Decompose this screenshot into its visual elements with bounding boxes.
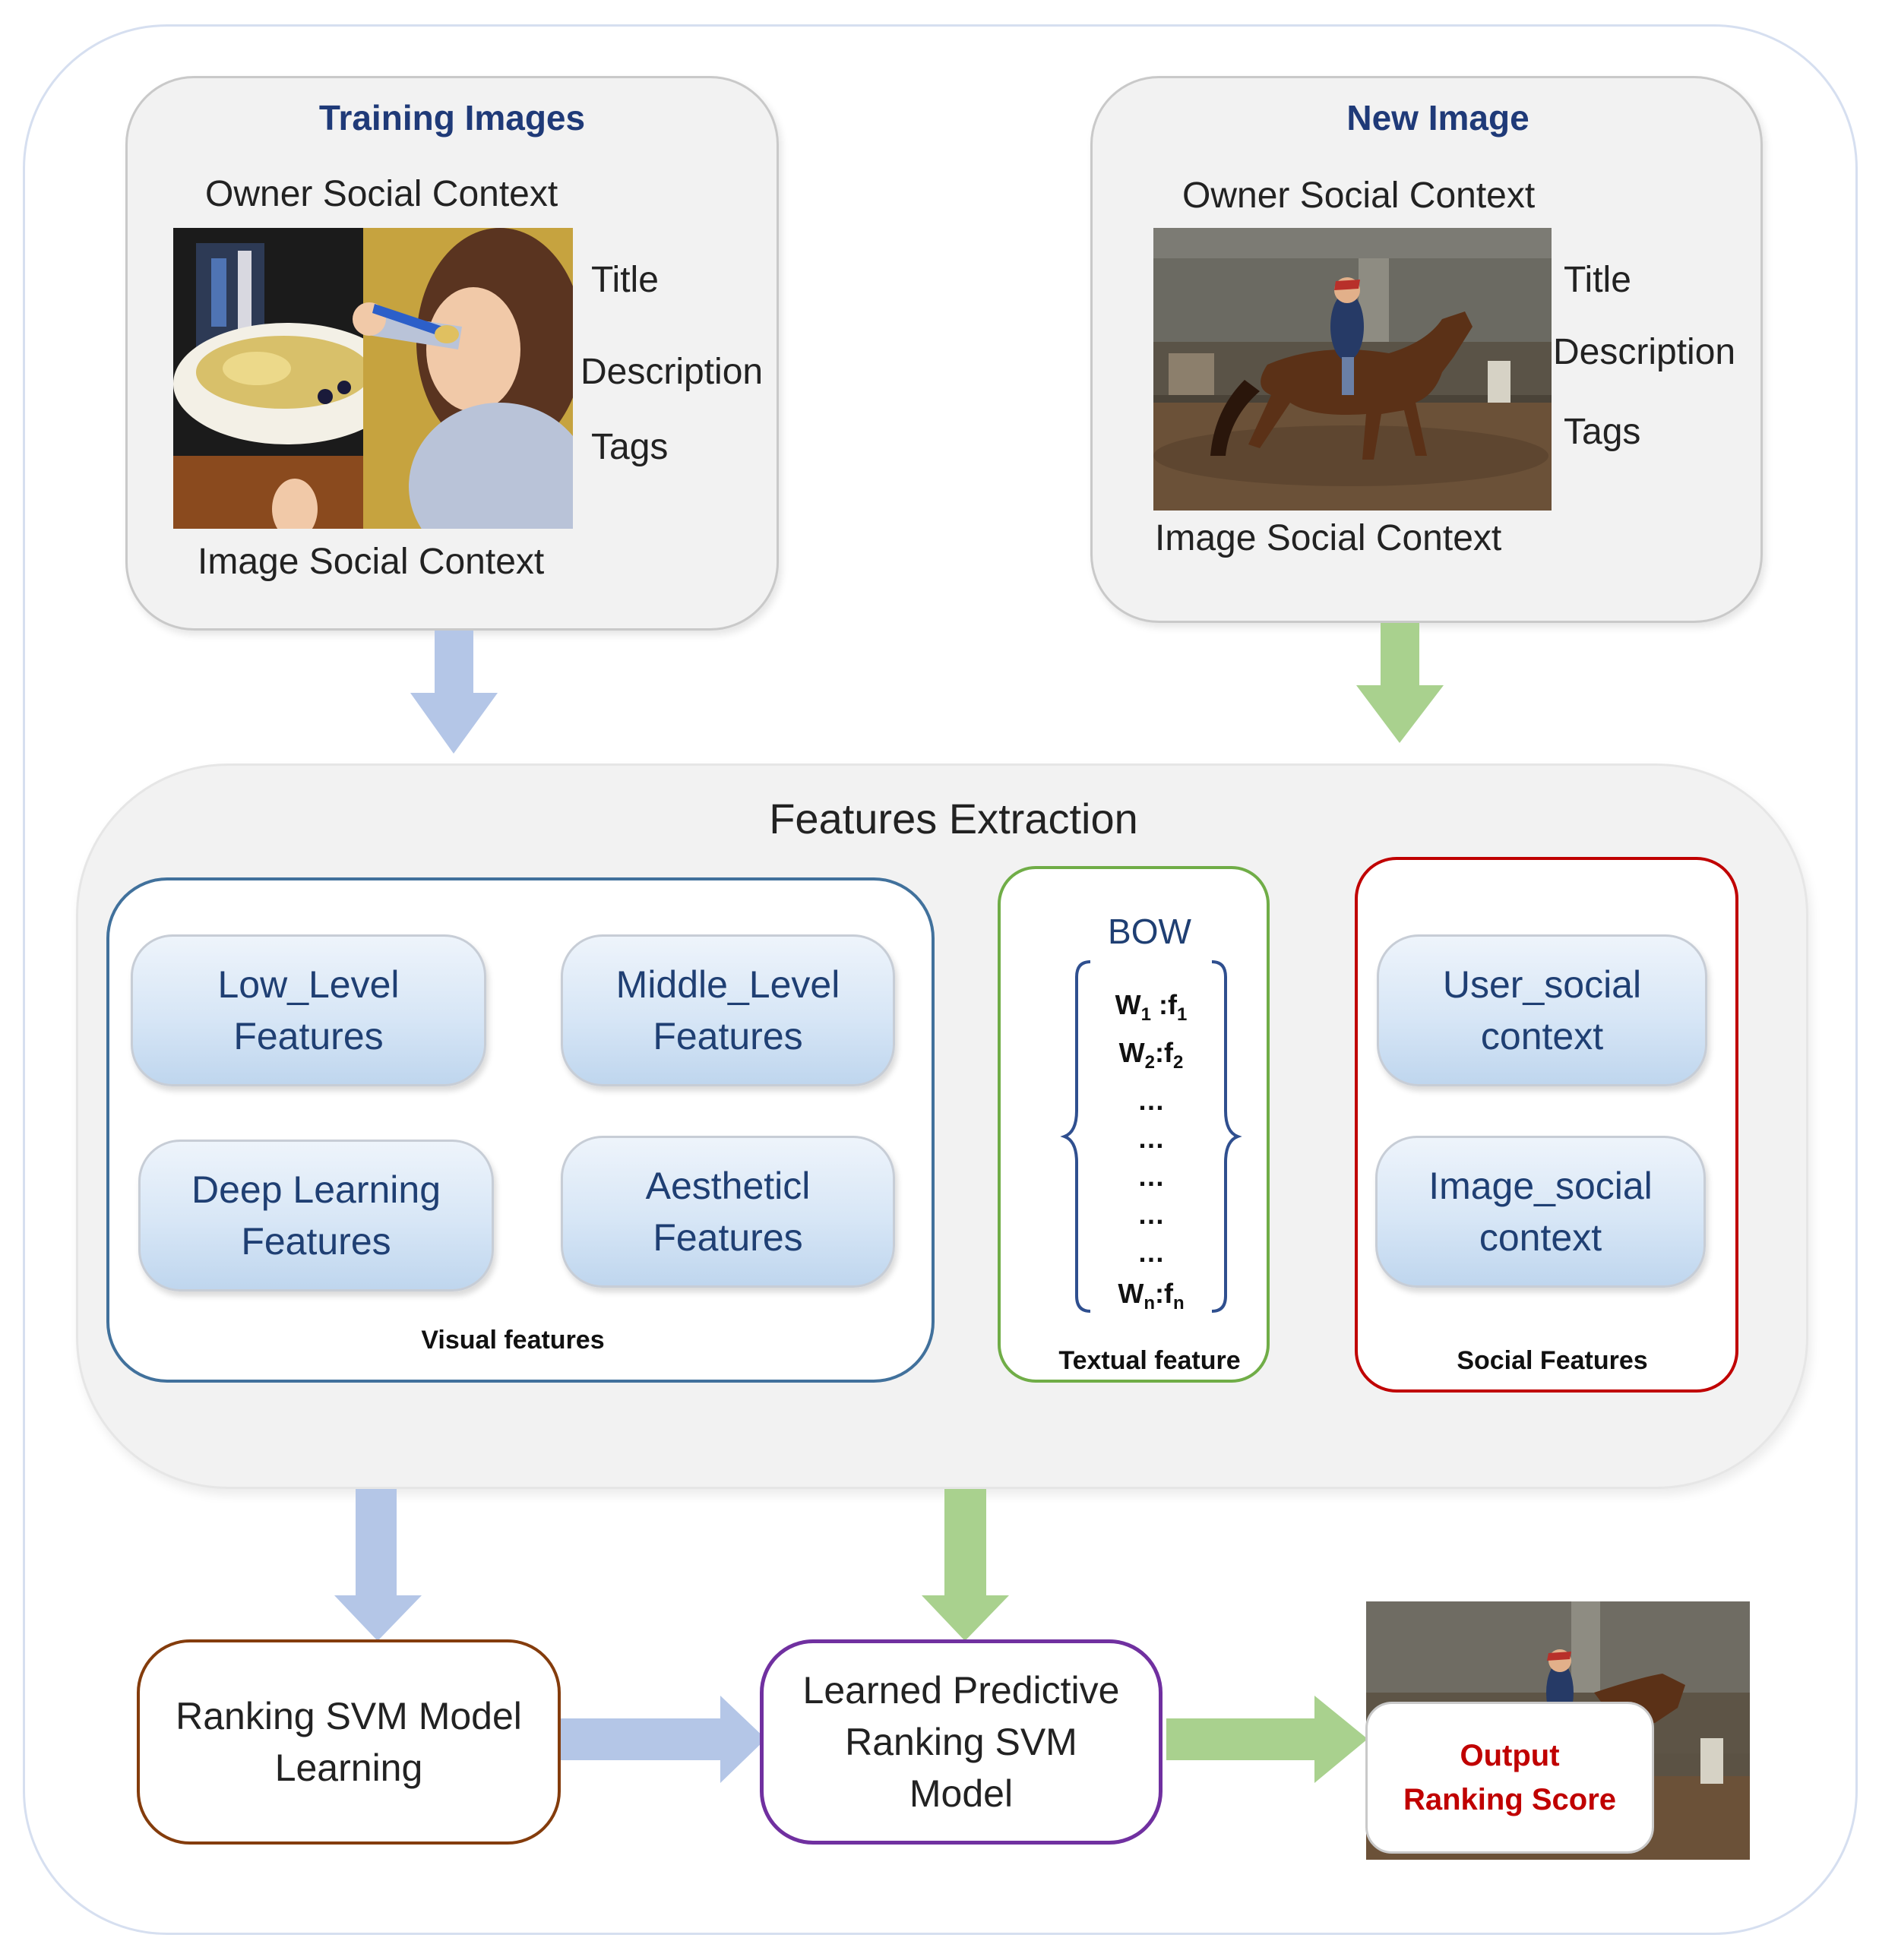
- bow-ellipsis: …: [1137, 1161, 1165, 1193]
- training-tags-label: Tags: [591, 427, 669, 467]
- new-title-label: Title: [1564, 260, 1631, 300]
- deep-learning-line2: Features: [241, 1220, 391, 1263]
- bow-ellipsis: …: [1137, 1199, 1165, 1231]
- new-photo-horse-rider: [1153, 228, 1552, 511]
- new-image-context-label: Image Social Context: [1155, 518, 1502, 558]
- middle-level-line1: Middle_Level: [615, 963, 840, 1006]
- low-level-line2: Features: [233, 1015, 384, 1057]
- svm-learning-line2: Learning: [274, 1747, 423, 1789]
- training-description-label: Description: [580, 352, 764, 392]
- training-title-label: Title: [591, 260, 659, 300]
- aesthetic-line1: Aestheticl: [645, 1165, 811, 1207]
- features-extraction-title: Features Extraction: [769, 795, 1138, 842]
- bow-entry-2: W2:f2: [1118, 1037, 1184, 1073]
- training-owner-context-label: Owner Social Context: [205, 174, 558, 214]
- textual-feature-caption: Textual feature: [1058, 1346, 1241, 1375]
- features-to-svm-arrow-icon: [334, 1489, 422, 1641]
- training-images-title: Training Images: [318, 98, 586, 138]
- model-to-output-arrow-icon: [1166, 1696, 1368, 1783]
- new-image-title: New Image: [1346, 98, 1529, 138]
- image-social-line2: context: [1479, 1216, 1602, 1259]
- output-line2: Ranking Score: [1403, 1783, 1617, 1816]
- user-social-line1: User_social: [1442, 963, 1642, 1006]
- new-tags-label: Tags: [1564, 412, 1641, 452]
- features-to-model-arrow-icon: [922, 1489, 1009, 1641]
- image-social-line1: Image_social: [1428, 1165, 1653, 1207]
- visual-features-caption: Visual features: [421, 1326, 605, 1355]
- training-photo-child-eating: [173, 228, 573, 529]
- low-level-line1: Low_Level: [217, 963, 400, 1006]
- new-owner-context-label: Owner Social Context: [1182, 175, 1536, 216]
- bow-word-list: W1 :f1 W2:f2 … … … … … Wn:fn: [1064, 986, 1238, 1323]
- bow-entry-1: W1 :f1: [1115, 989, 1188, 1026]
- bow-ellipsis: …: [1137, 1123, 1165, 1155]
- svm-learning-line1: Ranking SVM Model: [176, 1695, 522, 1737]
- bow-entry-n: Wn:fn: [1118, 1278, 1185, 1314]
- learned-model-line3: Model: [909, 1772, 1014, 1815]
- svm-to-model-arrow-icon: [561, 1696, 766, 1783]
- social-features-caption: Social Features: [1457, 1346, 1648, 1375]
- bow-curly-braces: [1060, 960, 1242, 1313]
- new-description-label: Description: [1553, 332, 1736, 372]
- bow-label: BOW: [1108, 912, 1191, 951]
- output-line1: Output: [1460, 1739, 1560, 1772]
- user-social-line2: context: [1480, 1015, 1604, 1057]
- learned-model-line1: Learned Predictive: [802, 1669, 1120, 1712]
- aesthetic-line2: Features: [653, 1216, 803, 1259]
- bow-ellipsis: …: [1137, 1237, 1165, 1269]
- training-image-context-label: Image Social Context: [198, 542, 545, 582]
- bow-ellipsis: …: [1137, 1085, 1165, 1117]
- learned-model-line2: Ranking SVM: [845, 1721, 1077, 1763]
- training-down-arrow-icon: [410, 631, 498, 754]
- deep-learning-line1: Deep Learning: [191, 1168, 441, 1211]
- middle-level-line2: Features: [653, 1015, 803, 1057]
- new-image-down-arrow-icon: [1356, 623, 1444, 743]
